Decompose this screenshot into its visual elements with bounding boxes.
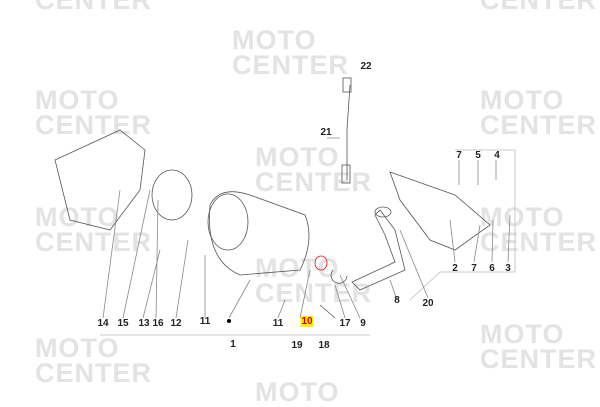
part-label-6[interactable]: 6	[489, 263, 495, 274]
pipe-flange	[374, 206, 392, 218]
frame-bracket	[54, 129, 146, 231]
bullet	[227, 319, 231, 323]
part-label-17[interactable]: 17	[339, 318, 351, 329]
watermark: CENTER	[480, 0, 598, 15]
part-label-21[interactable]: 21	[320, 127, 332, 138]
part-label-9[interactable]: 9	[360, 318, 366, 329]
part-label-5[interactable]: 5	[475, 150, 481, 161]
silencer-cover	[389, 171, 491, 251]
watermark: CENTER	[255, 278, 373, 308]
leader-lines	[102, 137, 511, 319]
part-label-16[interactable]: 16	[152, 318, 164, 329]
watermark: MOTO	[480, 85, 565, 115]
part-label-22[interactable]: 22	[360, 61, 372, 72]
watermark: MOTO	[35, 85, 120, 115]
watermark: CENTER	[35, 110, 153, 140]
watermark: MOTO	[480, 202, 565, 232]
watermark: CENTER	[35, 358, 153, 388]
watermark: CENTER	[232, 50, 350, 80]
part-label-15[interactable]: 15	[117, 318, 129, 329]
part-label-10-text: 10	[300, 316, 314, 327]
part-label-11[interactable]: 11	[199, 316, 211, 327]
watermark: CENTER	[480, 227, 598, 257]
exhaust-pipe	[351, 209, 406, 291]
part-label-4[interactable]: 4	[494, 150, 500, 161]
watermark: MOTO	[255, 142, 340, 172]
part-label-13[interactable]: 13	[138, 318, 150, 329]
muffler-end	[207, 193, 249, 251]
callout-box	[100, 149, 516, 336]
watermark: CENTER	[35, 227, 153, 257]
part-label-10-selected[interactable]: 10	[300, 316, 314, 327]
watermark: CENTER	[255, 167, 373, 197]
part-label-11[interactable]: 11	[272, 318, 284, 329]
clamp	[330, 269, 348, 284]
watermark: MOTO	[35, 333, 120, 363]
part-label-8[interactable]: 8	[394, 295, 400, 306]
gasket-highlighted	[314, 255, 328, 271]
part-label-18[interactable]: 18	[318, 340, 330, 351]
part-label-7[interactable]: 7	[456, 150, 462, 161]
part-label-14[interactable]: 14	[97, 318, 109, 329]
part-label-19[interactable]: 19	[291, 340, 303, 351]
part-label-2[interactable]: 2	[452, 263, 458, 274]
part-label-7[interactable]: 7	[471, 263, 477, 274]
watermark: MOTO	[35, 202, 120, 232]
watermark: CENTER	[480, 110, 598, 140]
part-label-3[interactable]: 3	[505, 263, 511, 274]
lambda-sensor	[341, 164, 351, 184]
heat-shield-disc	[151, 169, 193, 221]
watermark: MOTO	[232, 25, 317, 55]
part-label-12[interactable]: 12	[170, 318, 182, 329]
sensor-cable	[346, 84, 351, 180]
sensor-plug	[342, 77, 352, 93]
watermark: CENTER	[35, 0, 153, 15]
bolt	[319, 304, 336, 319]
muffler-body	[209, 191, 310, 276]
watermark: CENTER	[480, 344, 598, 374]
watermark: MOTO	[480, 319, 565, 349]
part-label-1[interactable]: 1	[230, 339, 236, 350]
part-label-20[interactable]: 20	[422, 298, 434, 309]
watermark: MOTO	[255, 253, 340, 283]
